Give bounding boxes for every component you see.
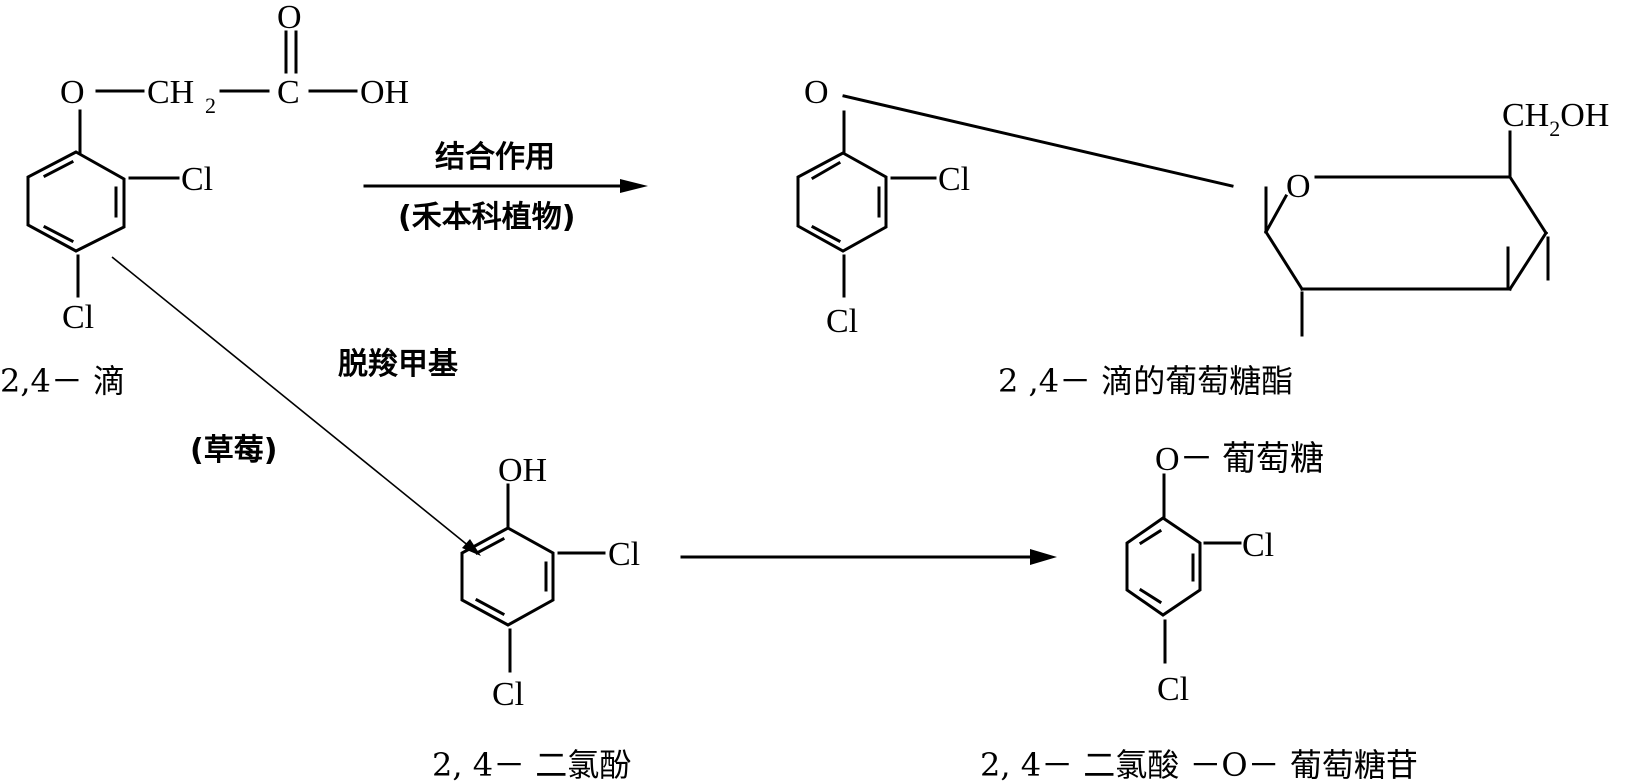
aromatic-bond: [474, 536, 506, 556]
reaction-label: 结合作用: [435, 140, 555, 175]
atom-oh: OH: [498, 452, 547, 489]
atom-cl-para: Cl: [826, 303, 858, 340]
reaction-condition: (草莓): [190, 433, 277, 468]
aromatic-bond: [810, 224, 842, 244]
reaction-label: 脱羧甲基: [338, 347, 458, 382]
aromatic-bond: [1138, 528, 1163, 546]
atom-o-link: O: [804, 74, 829, 111]
arrowhead-icon: [1030, 549, 1057, 565]
bond: [1507, 230, 1549, 292]
compound-name: 2, 4－ 二氯酚: [432, 746, 631, 783]
benzene-ring: [1125, 516, 1202, 617]
glycosidic-bond: [842, 94, 1234, 188]
reaction-conjugation: 结合作用 (禾本科植物): [363, 140, 648, 235]
atom-o-glucose: O－ 葡萄糖: [1155, 440, 1324, 478]
arrowhead-icon: [620, 179, 648, 193]
atom-cl-para: Cl: [1157, 671, 1189, 708]
aromatic-bond: [42, 159, 75, 179]
compound-dichlorophenol: OH Cl Cl 2, 4－ 二氯酚: [432, 452, 640, 783]
reaction-arrow: [111, 256, 471, 548]
compound-name: 2 ,4－ 滴的葡萄糖酯: [998, 362, 1293, 400]
aromatic-bond: [1138, 587, 1163, 605]
atom-ch2-subscript: 2: [205, 93, 216, 118]
bond: [1263, 193, 1289, 235]
compound-name: 2, 4－ 二氯酸 －O－ 葡萄糖苷: [980, 746, 1418, 783]
atom-ring-o: O: [1286, 168, 1311, 205]
atom-c: C: [277, 74, 300, 111]
atom-ch2oh-oh: OH: [1560, 97, 1609, 134]
aromatic-bond: [474, 597, 506, 617]
reaction-condition: (禾本科植物): [398, 200, 575, 235]
atom-ch2: CH: [147, 74, 194, 111]
compound-glucose-ester: O Cl Cl O CH2OH 2 ,4－ 滴的葡萄糖酯: [796, 74, 1609, 400]
atom-cl-para: Cl: [62, 299, 94, 336]
compound-name: 2,4－ 滴: [0, 362, 125, 400]
aromatic-bond: [42, 224, 75, 244]
atom-cl-ortho: Cl: [938, 161, 970, 198]
atom-cl-ortho: Cl: [181, 161, 213, 198]
compound-2-4-d: O CH 2 C O OH Cl Cl 2,4－ 滴: [0, 0, 409, 400]
reaction-glycosylation: [680, 549, 1057, 565]
atom-cl-ortho: Cl: [1242, 527, 1274, 564]
atom-ch2oh-subscript: 2: [1549, 116, 1560, 141]
benzene-ring: [26, 150, 126, 253]
atom-cl-ortho: Cl: [608, 536, 640, 573]
bond: [1263, 229, 1305, 292]
atom-cl-para: Cl: [492, 676, 524, 713]
benzene-ring: [460, 526, 555, 627]
bond: [1507, 174, 1549, 236]
reaction-decarboxylation: 脱羧甲基 (草莓): [111, 256, 481, 556]
atom-carbonyl-o: O: [277, 0, 302, 36]
atom-o: O: [60, 74, 85, 111]
atom-ch2oh: CH2OH: [1502, 97, 1609, 141]
atom-ch2oh-ch: CH: [1502, 97, 1549, 134]
benzene-ring: [796, 151, 888, 253]
aromatic-bond: [810, 160, 842, 181]
compound-glucoside: O－ 葡萄糖 Cl Cl 2, 4－ 二氯酸 －O－ 葡萄糖苷: [980, 440, 1418, 783]
atom-oh: OH: [360, 74, 409, 111]
